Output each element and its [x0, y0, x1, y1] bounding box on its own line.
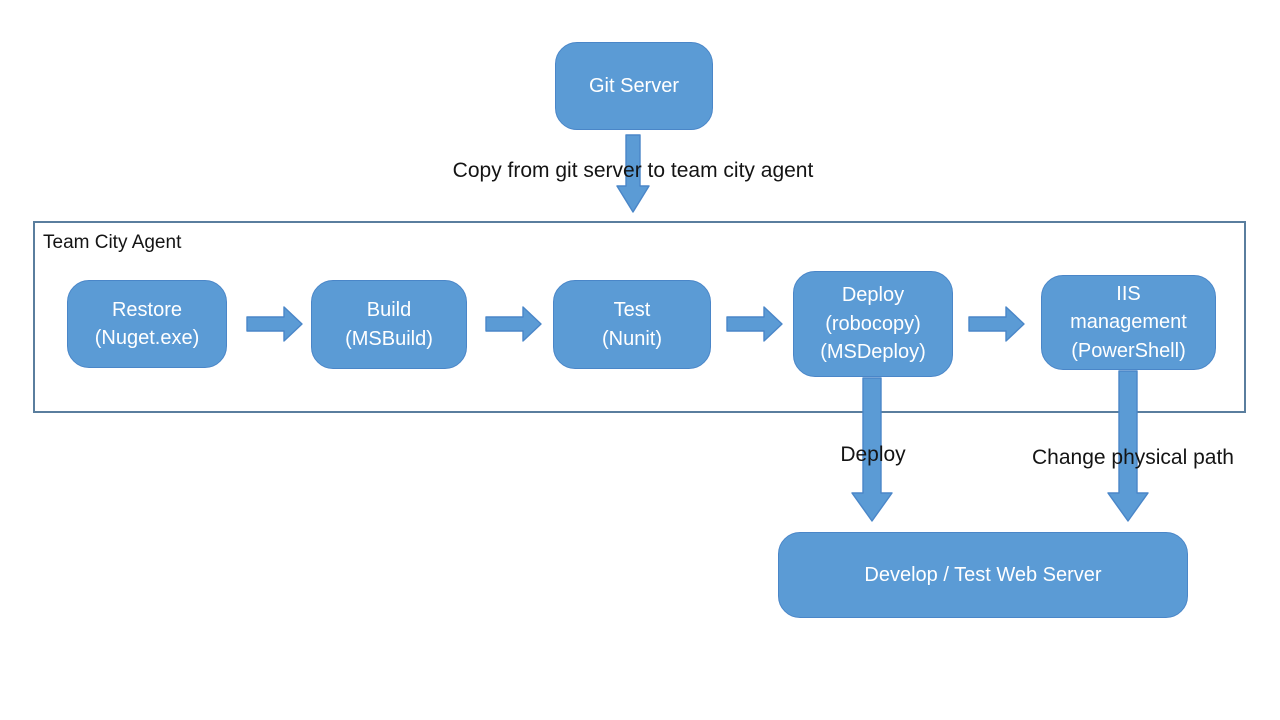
arrow-test-to-deploy [726, 306, 783, 342]
container-title: Team City Agent [43, 232, 182, 253]
pipeline-node-test: Test (Nunit) [553, 280, 711, 369]
arrow-build-to-test [485, 306, 542, 342]
team-city-agent-container: Team City Agent [33, 221, 1246, 413]
flow-label-deploy: Deploy [840, 443, 906, 466]
pipeline-node-iis-management: IIS management (PowerShell) [1041, 275, 1216, 370]
git-server-node: Git Server [555, 42, 713, 130]
arrow-restore-to-build [246, 306, 303, 342]
pipeline-node-restore: Restore (Nuget.exe) [67, 280, 227, 368]
web-server-node: Develop / Test Web Server [778, 532, 1188, 618]
pipeline-node-build: Build (MSBuild) [311, 280, 467, 369]
pipeline-node-deploy: Deploy (robocopy) (MSDeploy) [793, 271, 953, 377]
arrow-deploy-to-iis [968, 306, 1025, 342]
arrow-deploy-to-webserver [851, 377, 893, 522]
arrow-iis-to-webserver [1107, 370, 1149, 522]
flow-label-change-physical-path: Change physical path [1032, 446, 1234, 469]
flow-label-copy: Copy from git server to team city agent [452, 159, 814, 182]
arrow-git-to-agent [616, 134, 650, 213]
